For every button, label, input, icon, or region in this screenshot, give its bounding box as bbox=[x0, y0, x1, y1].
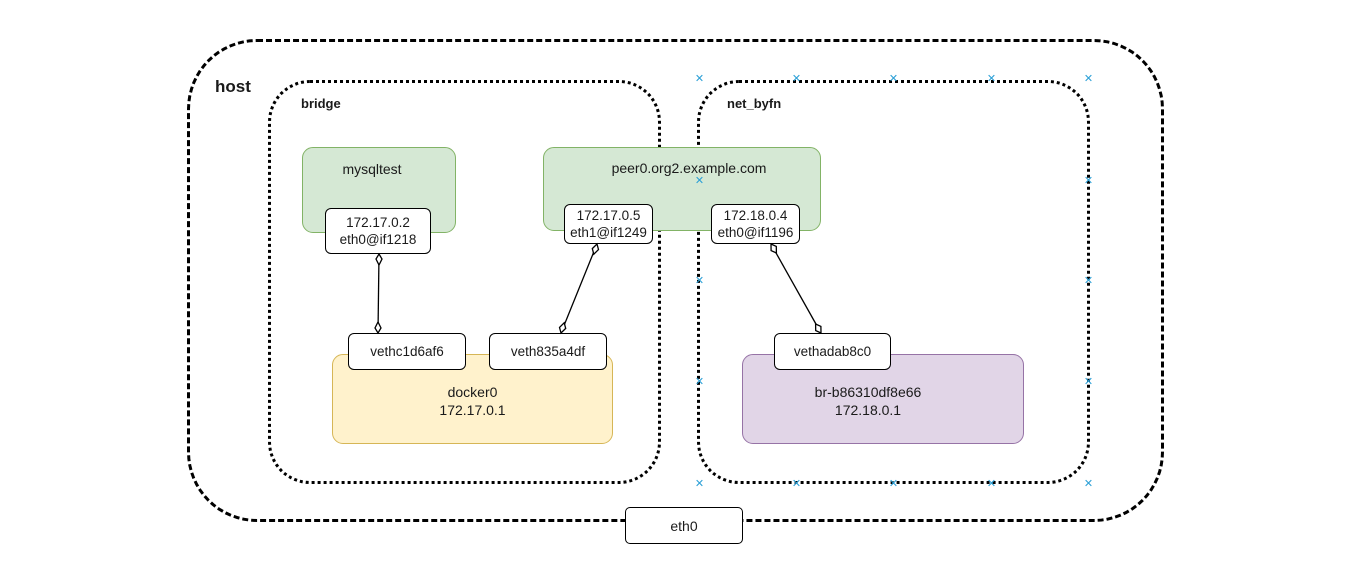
selection-handle-icon[interactable]: ✕ bbox=[986, 73, 997, 85]
mysqltest-label: mysqltest bbox=[342, 161, 402, 177]
selection-handle-icon[interactable]: ✕ bbox=[791, 73, 802, 85]
connector-peer0eth0-vethadab8c0 bbox=[770, 242, 822, 335]
veth-vethc1d6af6[interactable]: vethc1d6af6 bbox=[348, 333, 466, 370]
selection-handle-icon[interactable]: ✕ bbox=[1083, 275, 1094, 287]
mysqltest-eth0-ip: 172.17.0.2 bbox=[346, 215, 410, 230]
connector-peer0eth1-veth835a4df bbox=[558, 242, 600, 335]
selection-handle-icon[interactable]: ✕ bbox=[694, 478, 705, 490]
selection-handle-icon[interactable]: ✕ bbox=[986, 478, 997, 490]
peer0-eth1-name: eth1@if1249 bbox=[570, 225, 647, 240]
peer0-eth0-ip: 172.18.0.4 bbox=[723, 208, 788, 223]
selection-handle-icon[interactable]: ✕ bbox=[791, 478, 802, 490]
mysqltest-eth0-interface[interactable]: 172.17.0.2 eth0@if1218 bbox=[325, 208, 431, 254]
net-byfn-network-label: net_byfn bbox=[727, 96, 782, 111]
docker0-label: docker0 bbox=[447, 384, 498, 400]
selection-handle-icon[interactable]: ✕ bbox=[694, 73, 705, 85]
peer0-eth0-interface[interactable]: 172.18.0.4 eth0@if1196 bbox=[711, 204, 800, 244]
br-ip: 172.18.0.1 bbox=[834, 402, 902, 418]
net-byfn-network-frame[interactable] bbox=[697, 80, 1090, 484]
selection-handle-icon[interactable]: ✕ bbox=[1083, 376, 1094, 388]
peer0-eth1-interface[interactable]: 172.17.0.5 eth1@if1249 bbox=[564, 204, 653, 244]
veth-veth835a4df[interactable]: veth835a4df bbox=[489, 333, 607, 370]
mysqltest-eth0-name: eth0@if1218 bbox=[339, 232, 417, 247]
selection-handle-icon[interactable]: ✕ bbox=[1083, 478, 1094, 490]
selection-handle-icon[interactable]: ✕ bbox=[694, 175, 705, 187]
br-label: br-b86310df8e66 bbox=[814, 384, 922, 400]
bridge-network-frame bbox=[268, 80, 661, 484]
selection-handle-icon[interactable]: ✕ bbox=[888, 73, 899, 85]
connector-mysqltest-vethc1d6af6 bbox=[374, 252, 383, 335]
peer0-eth1-ip: 172.17.0.5 bbox=[576, 208, 641, 223]
veth-vethadab8c0[interactable]: vethadab8c0 bbox=[774, 333, 891, 370]
bridge-network-label: bridge bbox=[301, 96, 341, 111]
selection-handle-icon[interactable]: ✕ bbox=[1083, 73, 1094, 85]
host-label: host bbox=[215, 77, 251, 96]
selection-handle-icon[interactable]: ✕ bbox=[888, 478, 899, 490]
peer0-eth0-name: eth0@if1196 bbox=[717, 225, 794, 240]
peer0-label: peer0.org2.example.com bbox=[611, 160, 767, 176]
selection-handle-icon[interactable]: ✕ bbox=[694, 275, 705, 287]
docker0-ip: 172.17.0.1 bbox=[439, 402, 506, 418]
selection-handle-icon[interactable]: ✕ bbox=[694, 376, 705, 388]
selection-handle-icon[interactable]: ✕ bbox=[1083, 175, 1094, 187]
host-eth0-interface[interactable]: eth0 bbox=[625, 507, 743, 544]
